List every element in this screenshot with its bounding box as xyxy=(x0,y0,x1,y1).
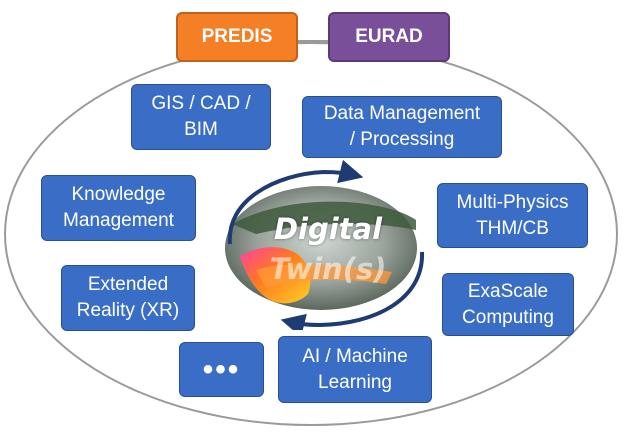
cycle-arrow-top xyxy=(227,160,364,245)
ellipsis-text: ••• xyxy=(202,352,241,386)
ai-box-line-2: Learning xyxy=(318,371,392,393)
digital-twin-center-graphic xyxy=(225,160,425,330)
knowledge-management-box: Knowledge Management xyxy=(41,175,196,241)
data-management-box: Data Management / Processing xyxy=(302,96,502,158)
ai-machine-learning-box: AI / Machine Learning xyxy=(278,336,432,403)
exa-box-line-1: ExaScale xyxy=(467,280,549,302)
gis-box-line-2: BIM xyxy=(184,119,218,140)
terrain-layer xyxy=(232,201,416,234)
digital-twin-label-line-1: Digital xyxy=(273,212,383,246)
extended-reality-box: Extended Reality (XR) xyxy=(61,265,195,331)
ai-box-line-1: AI / Machine xyxy=(302,345,408,367)
gis-cad-bim-box: GIS / CAD / BIM xyxy=(131,84,271,150)
cycle-arrow-bottom xyxy=(280,251,425,330)
multi-physics-box: Multi-Physics THM/CB xyxy=(437,183,588,248)
more-ellipsis-box: ••• xyxy=(179,342,264,397)
multi-box-line-1: Multi-Physics xyxy=(456,191,569,213)
predis-tag: PREDIS xyxy=(176,12,298,62)
tag-connector-line xyxy=(296,40,330,44)
multi-box-line-2: THM/CB xyxy=(476,217,549,239)
eurad-tag: EURAD xyxy=(328,12,450,62)
exa-box-line-2: Computing xyxy=(462,306,554,328)
knowledge-box-line-1: Knowledge xyxy=(71,184,166,205)
digital-twin-label-line-2: Twin(s) xyxy=(269,252,387,286)
data-box-line-1: Data Management xyxy=(323,103,481,124)
exascale-computing-box: ExaScale Computing xyxy=(442,273,574,336)
knowledge-box-line-2: Management xyxy=(63,210,174,231)
gis-box-line-1: GIS / CAD / xyxy=(151,93,251,114)
ext-box-line-2: Reality (XR) xyxy=(76,300,180,321)
heat-layer-2 xyxy=(256,264,392,288)
ext-box-line-1: Extended xyxy=(87,274,169,295)
data-box-line-2: / Processing xyxy=(349,129,455,150)
